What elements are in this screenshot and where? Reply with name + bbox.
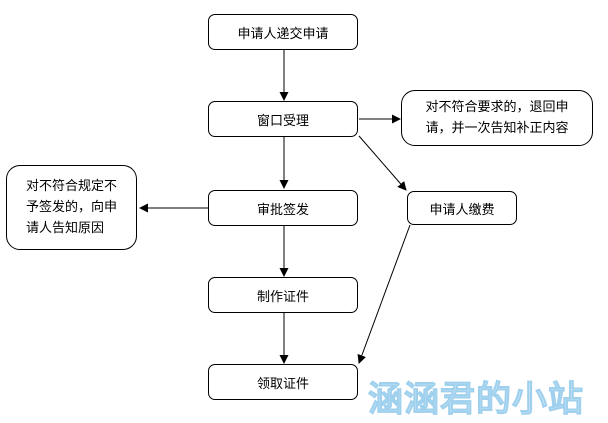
node-approve-issue: 审批签发 bbox=[208, 190, 358, 226]
note-rejected-line2: 予签发的，向申 bbox=[25, 200, 117, 215]
node-collect-certificate: 领取证件 bbox=[208, 364, 358, 400]
note-incomplete-line1: 对不符合要求的，退回申 bbox=[425, 100, 569, 115]
node-submit-application: 申请人递交申请 bbox=[208, 14, 358, 50]
note-rejected-line1: 对不符合规定不 bbox=[25, 179, 117, 194]
node-window-accept: 窗口受理 bbox=[208, 101, 358, 137]
node-collect-label: 领取证件 bbox=[256, 376, 309, 392]
note-incomplete-return: 对不符合要求的，退回申 请，并一次告知补正内容 bbox=[401, 90, 593, 146]
node-submit-label: 申请人递交申请 bbox=[237, 26, 329, 42]
node-make-certificate: 制作证件 bbox=[208, 277, 358, 313]
note-rejected-reason: 对不符合规定不 予签发的，向申 请人告知原因 bbox=[6, 165, 137, 250]
node-make-label: 制作证件 bbox=[256, 289, 309, 305]
watermark-site-name: 涵涵君的小站 bbox=[367, 380, 585, 421]
node-pay-label: 申请人缴费 bbox=[429, 202, 495, 218]
arrow-pay-to-collect bbox=[357, 224, 411, 364]
node-accept-label: 窗口受理 bbox=[256, 113, 309, 129]
node-approve-label: 审批签发 bbox=[256, 202, 309, 218]
note-rejected-line3: 请人告知原因 bbox=[25, 221, 104, 236]
note-incomplete-line2: 请，并一次告知补正内容 bbox=[425, 121, 569, 136]
node-applicant-pay: 申请人缴费 bbox=[407, 191, 517, 225]
arrow-accept-to-pay bbox=[358, 135, 407, 191]
